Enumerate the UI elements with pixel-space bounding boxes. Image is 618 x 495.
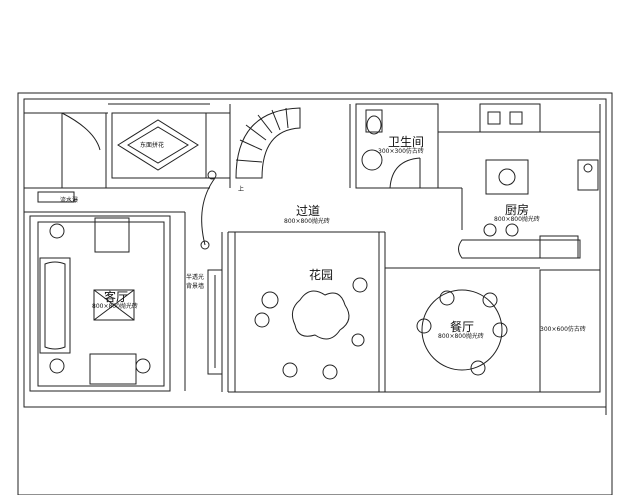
- label-stair-up: 上: [238, 186, 245, 193]
- balcony: [540, 270, 600, 392]
- label-glass-wall-1: 半透光: [186, 274, 205, 281]
- label-corridor: 过道: [296, 204, 321, 218]
- label-balcony-floor: 300×600仿古砖: [540, 326, 586, 333]
- label-garden: 花园: [309, 268, 334, 282]
- label-dining-floor: 800×800抛光砖: [438, 333, 484, 340]
- label-bathroom-floor: 300×300仿古砖: [378, 148, 424, 155]
- label-kitchen-floor: 800×800抛光砖: [494, 216, 540, 223]
- label-dining: 餐厅: [450, 320, 475, 334]
- label-glass-wall-2: 背景墙: [186, 283, 205, 290]
- kitchen-island: [486, 160, 528, 194]
- outer-wall: [18, 93, 612, 495]
- stairs: [236, 108, 300, 178]
- inner-wall-outline: [24, 99, 606, 407]
- living-room: [30, 216, 170, 391]
- label-corridor-floor: 800×800抛光砖: [284, 218, 330, 225]
- garden: [235, 232, 379, 392]
- label-water-feature: 流水瀑: [60, 197, 79, 204]
- label-entry-parquet: 东面拼花: [140, 142, 165, 149]
- label-bathroom: 卫生间: [388, 135, 425, 149]
- label-living-room: 客厅: [104, 290, 129, 304]
- coffee-table: [94, 290, 134, 320]
- dining-table: [422, 290, 502, 370]
- label-kitchen: 厨房: [505, 203, 530, 217]
- label-living-room-floor: 800×800抛光砖: [92, 303, 138, 310]
